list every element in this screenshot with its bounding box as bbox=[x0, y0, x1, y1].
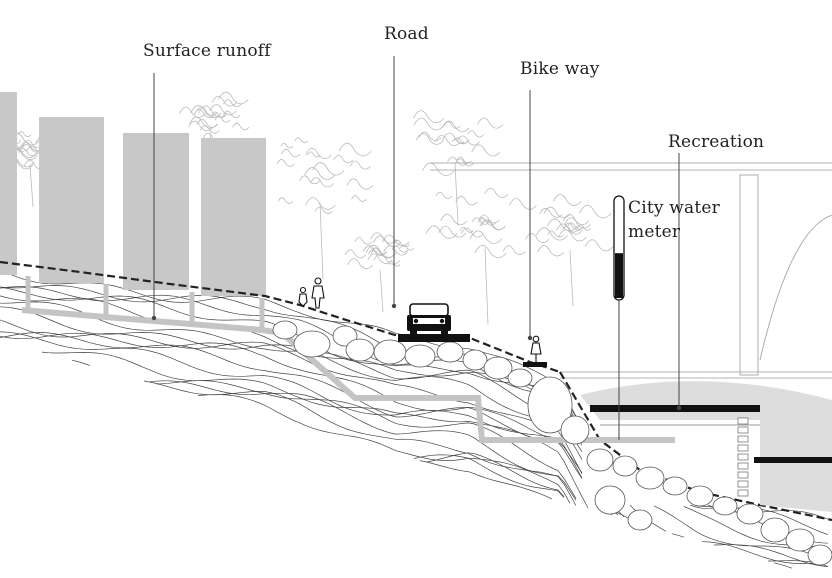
car bbox=[407, 303, 451, 335]
background-trees bbox=[0, 91, 614, 325]
label-road: Road bbox=[384, 24, 429, 44]
label-recreation: Recreation bbox=[668, 132, 765, 152]
building-4 bbox=[201, 138, 266, 296]
buildings bbox=[0, 92, 266, 296]
bridge-structure bbox=[430, 162, 832, 379]
road-surface bbox=[398, 334, 470, 342]
runoff-drains bbox=[25, 276, 265, 330]
bike-way-surface bbox=[523, 362, 547, 367]
pedestrians bbox=[298, 277, 325, 309]
recreation-stairs bbox=[737, 417, 749, 497]
building-3 bbox=[123, 133, 189, 290]
label-surface-runoff: Surface runoff bbox=[143, 41, 271, 61]
cyclist bbox=[530, 335, 542, 362]
boulders bbox=[272, 320, 832, 566]
building-2 bbox=[39, 117, 104, 283]
label-city-water-meter-line2: meter bbox=[628, 222, 681, 242]
building-1 bbox=[0, 92, 17, 275]
recreation-space bbox=[580, 381, 832, 512]
ground-surface-line bbox=[0, 260, 561, 374]
water-meter-gauge bbox=[613, 195, 625, 301]
leader-dots bbox=[151, 303, 682, 411]
label-city-water-meter: City water meter bbox=[628, 196, 728, 244]
leader-lines bbox=[153, 56, 680, 440]
terrain-contours bbox=[0, 269, 829, 569]
label-bike-way: Bike way bbox=[520, 59, 600, 79]
label-city-water-meter-line1: City water bbox=[628, 198, 720, 218]
